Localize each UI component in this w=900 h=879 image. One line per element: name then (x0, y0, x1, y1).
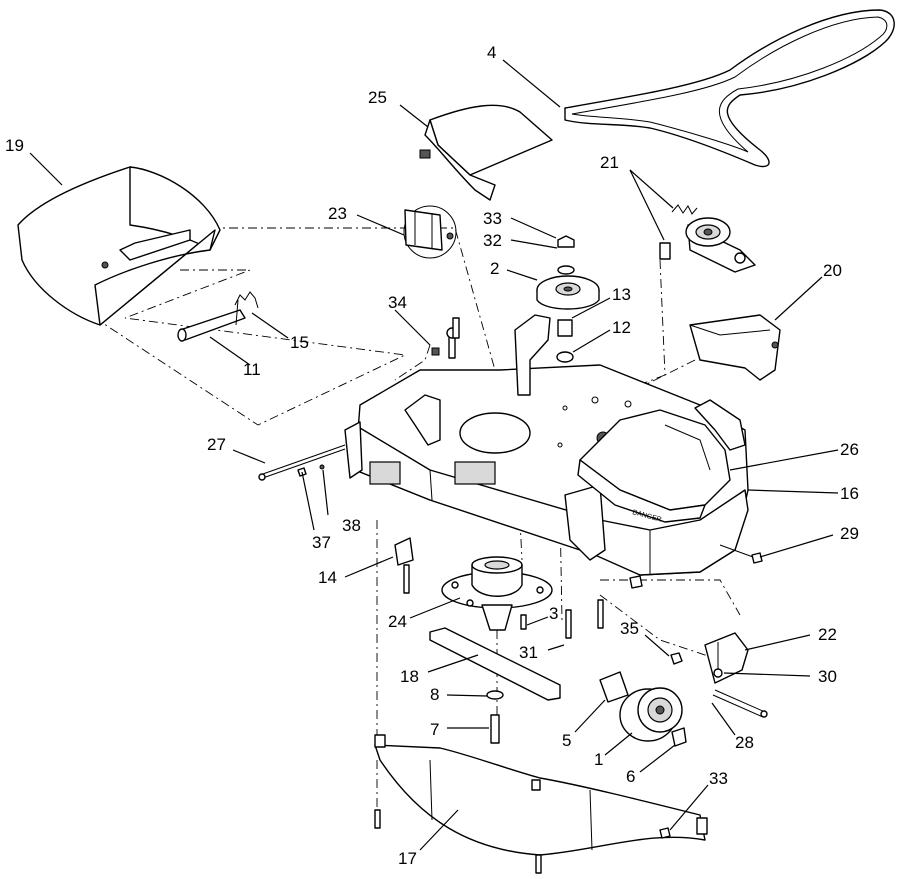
callout-31: 31 (519, 643, 538, 662)
callout-18: 18 (400, 667, 419, 686)
callout-16: 16 (840, 484, 859, 503)
wheel-spacer (599, 671, 629, 703)
belt-cover (419, 104, 553, 201)
callout-2: 2 (490, 259, 499, 278)
callout-24: 24 (388, 612, 407, 631)
callout-13: 13 (612, 285, 631, 304)
wheel-axle-bolt (712, 689, 768, 718)
callout-6: 6 (626, 767, 635, 786)
callout-28: 28 (735, 733, 754, 752)
callout-26: 26 (840, 440, 859, 459)
callout-5: 5 (562, 731, 571, 750)
callout-35: 35 (620, 619, 639, 638)
anti-scalp-bracket (704, 632, 749, 684)
callout-29: 29 (840, 524, 859, 543)
callout-20: 20 (823, 261, 842, 280)
anti-scalp-wheel (619, 687, 687, 747)
callout-15: 15 (290, 333, 309, 352)
callout-1: 1 (594, 750, 603, 769)
idler-assembly (659, 204, 756, 273)
leader-lines (29, 59, 839, 851)
callout-30: 30 (818, 667, 837, 686)
torsion-spring (234, 291, 259, 326)
discharge-chute (17, 166, 221, 326)
spindle-housing (441, 556, 553, 631)
callout-7: 7 (430, 720, 439, 739)
callout-33b: 33 (709, 769, 728, 788)
belt-guard-bracket (689, 314, 781, 381)
spindle-pulley-stack (536, 235, 600, 363)
callout-4: 4 (487, 43, 496, 62)
callout-labels: 4 25 19 21 23 33 32 2 13 12 20 34 15 11 … (5, 43, 859, 868)
callout-19: 19 (5, 136, 24, 155)
chute-rod (177, 309, 246, 342)
hardware-bolts (258, 317, 763, 639)
callout-23: 23 (328, 204, 347, 223)
deck-belt-cover: DANGER (577, 409, 731, 524)
callout-38: 38 (342, 516, 361, 535)
deck-baffle (374, 734, 708, 874)
callout-12: 12 (612, 318, 631, 337)
callout-32: 32 (483, 231, 502, 250)
chute-bracket (403, 205, 457, 259)
cutting-blade (429, 627, 561, 701)
blade-bolt (490, 714, 500, 744)
callout-11: 11 (243, 360, 261, 379)
drive-belt (564, 9, 895, 168)
callout-25: 25 (368, 88, 387, 107)
deflector-bracket (394, 537, 414, 566)
callout-33: 33 (483, 209, 502, 228)
bracket-nut (670, 652, 683, 665)
callout-8: 8 (430, 685, 439, 704)
callout-22: 22 (818, 625, 837, 644)
callout-3: 3 (549, 604, 558, 623)
callout-14: 14 (318, 568, 337, 587)
callout-27: 27 (207, 435, 226, 454)
blade-washer (486, 690, 504, 700)
callout-21: 21 (600, 153, 619, 172)
callout-37: 37 (312, 533, 331, 552)
callout-34: 34 (388, 293, 407, 312)
callout-17: 17 (398, 849, 417, 868)
